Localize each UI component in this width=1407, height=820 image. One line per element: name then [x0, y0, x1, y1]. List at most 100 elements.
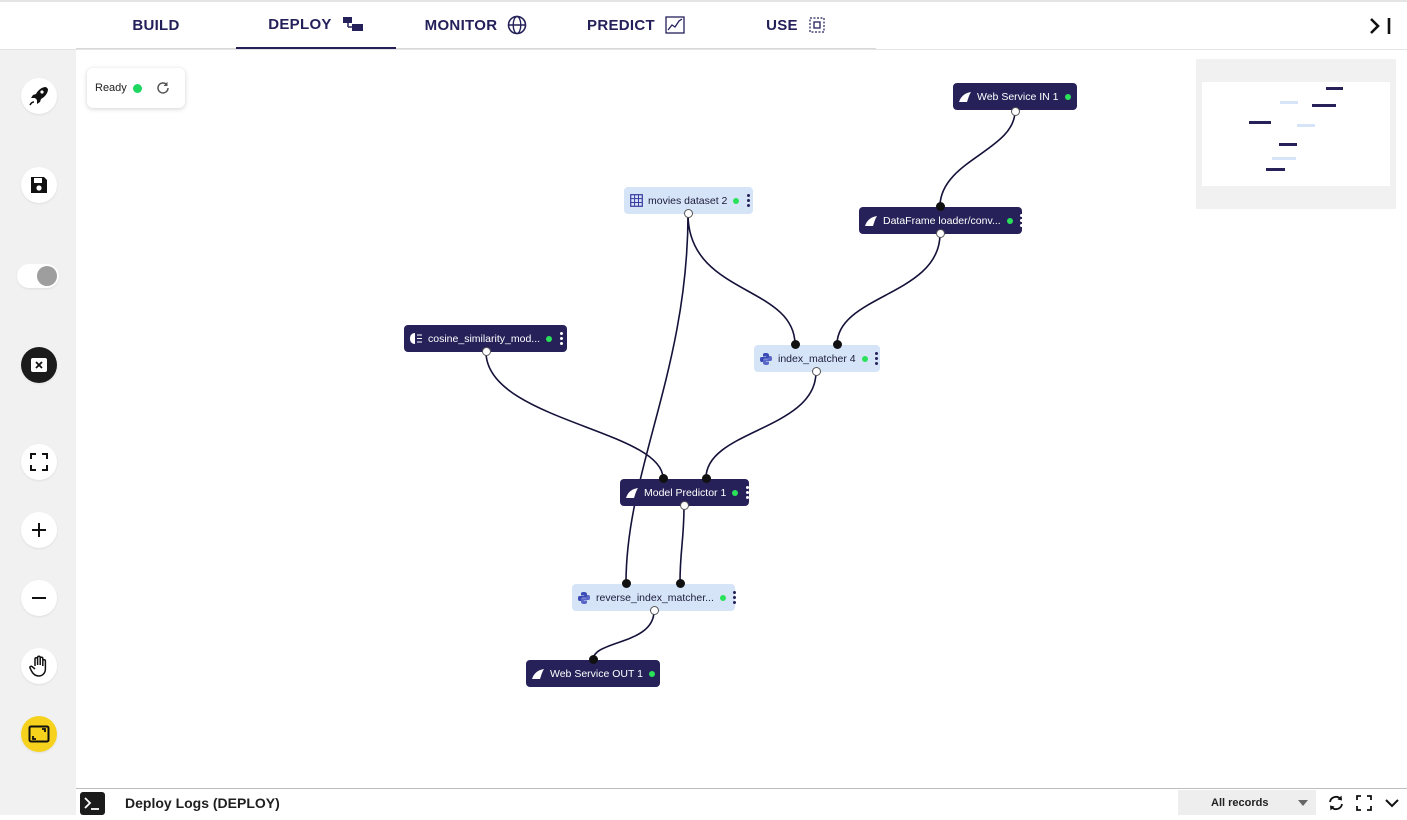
node-input-port[interactable]	[622, 579, 631, 588]
hand-pan-icon	[29, 655, 47, 677]
node-menu-button[interactable]	[557, 332, 565, 345]
collapse-panel-button[interactable]	[1367, 14, 1395, 38]
fit-view-button[interactable]	[21, 444, 57, 480]
minimap-node	[1266, 168, 1285, 171]
node-label: DataFrame loader/conv...	[883, 214, 1001, 227]
node-web-service-in[interactable]: Web Service IN 1	[953, 83, 1082, 110]
minimap[interactable]	[1196, 59, 1396, 209]
save-icon	[31, 177, 47, 193]
terminal-icon[interactable]	[80, 792, 105, 815]
node-output-port[interactable]	[936, 229, 945, 238]
auto-mode-toggle[interactable]	[17, 264, 59, 288]
chevron-down-icon	[1298, 800, 1308, 806]
node-menu-button[interactable]	[660, 667, 668, 680]
python-icon	[759, 352, 773, 366]
minimap-node	[1326, 87, 1343, 90]
connection-layer	[485, 110, 1016, 661]
edge-cosine-to-predictor	[485, 351, 664, 479]
node-status-dot	[1064, 93, 1071, 100]
deploy-logs-bar: Deploy Logs (DEPLOY) All records	[76, 788, 1407, 815]
tab-monitor[interactable]: MONITOR	[396, 2, 556, 49]
node-input-port[interactable]	[659, 474, 668, 483]
node-output-port[interactable]	[1011, 107, 1020, 116]
tab-deploy[interactable]: DEPLOY	[236, 2, 396, 49]
close-icon	[31, 358, 47, 372]
collapse-logs-button[interactable]	[1383, 794, 1401, 812]
edge-movies-to-indexmatcher	[687, 213, 796, 345]
sync-icon	[1329, 795, 1343, 811]
node-label: Model Predictor 1	[644, 486, 727, 499]
stop-deploy-button[interactable]	[21, 347, 57, 383]
minimap-node	[1312, 104, 1336, 107]
minimap-toggle-icon	[28, 725, 50, 743]
node-status-dot	[719, 594, 726, 601]
node-label: Web Service IN 1	[977, 90, 1059, 103]
rocket-refresh-icon	[29, 87, 48, 106]
node-menu-button[interactable]	[873, 352, 881, 365]
tab-monitor-label: MONITOR	[424, 16, 498, 34]
status-label: Ready	[95, 82, 127, 94]
table-grid-icon	[629, 194, 643, 208]
fullscreen-icon	[1356, 795, 1372, 811]
zoom-out-icon	[32, 597, 46, 599]
chevron-down-icon	[1385, 799, 1399, 808]
expand-logs-button[interactable]	[1355, 794, 1373, 812]
node-menu-button[interactable]	[1018, 214, 1026, 227]
node-output-port[interactable]	[680, 501, 689, 510]
node-menu-button[interactable]	[743, 486, 751, 499]
node-input-port[interactable]	[589, 655, 598, 664]
node-status-dot	[648, 670, 655, 677]
node-menu-button[interactable]	[744, 194, 752, 207]
status-indicator-dot	[132, 83, 142, 93]
node-input-port[interactable]	[936, 202, 945, 211]
edge-movies-to-reverse	[625, 213, 689, 584]
node-input-port[interactable]	[676, 579, 685, 588]
save-button[interactable]	[21, 167, 57, 203]
globe-icon	[508, 15, 527, 35]
web-service-icon	[625, 486, 639, 500]
node-menu-button[interactable]	[1076, 90, 1084, 103]
pipeline-canvas[interactable]: Ready Web Service IN 1 movies dataset 2	[76, 50, 1407, 788]
web-service-icon	[531, 667, 545, 681]
zoom-out-button[interactable]	[21, 580, 57, 616]
node-dataframe-loader[interactable]: DataFrame loader/conv...	[859, 207, 1024, 234]
edge-indexmatcher-to-predictor	[705, 371, 817, 479]
top-tab-bar: BUILD DEPLOY MONITOR PREDICT US	[0, 0, 1407, 50]
node-input-port[interactable]	[702, 474, 711, 483]
chevron-right-bar-icon	[1370, 18, 1391, 34]
edge-predictor-to-reverse	[679, 505, 685, 584]
minimap-toggle-button[interactable]	[21, 716, 57, 752]
minimap-node	[1279, 143, 1297, 146]
tab-use[interactable]: USE	[716, 2, 876, 49]
edge-webin-to-dfloader	[939, 110, 1016, 206]
refresh-status-button[interactable]	[156, 81, 170, 95]
node-output-port[interactable]	[482, 347, 491, 356]
refresh-logs-button[interactable]	[1327, 794, 1345, 812]
tab-predict[interactable]: PREDICT	[556, 2, 716, 49]
zoom-in-icon	[32, 523, 46, 537]
web-service-icon	[864, 214, 878, 228]
minimap-viewport[interactable]	[1202, 82, 1390, 186]
tab-build[interactable]: BUILD	[76, 2, 236, 49]
node-output-port[interactable]	[684, 209, 693, 218]
node-web-service-out[interactable]: Web Service OUT 1	[526, 660, 666, 687]
model-brain-icon	[409, 332, 423, 346]
pan-mode-button[interactable]	[21, 648, 57, 684]
toggle-knob	[37, 266, 57, 286]
node-output-port[interactable]	[650, 606, 659, 615]
records-filter-select[interactable]: All records	[1178, 790, 1316, 815]
node-input-port[interactable]	[791, 340, 800, 349]
node-output-port[interactable]	[812, 367, 821, 376]
redeploy-button[interactable]	[21, 78, 57, 114]
node-menu-button[interactable]	[731, 591, 739, 604]
web-service-icon	[958, 90, 972, 104]
zoom-in-button[interactable]	[21, 512, 57, 548]
edge-reverse-to-webout	[592, 610, 655, 661]
minimap-node	[1297, 124, 1315, 127]
node-label: movies dataset 2	[648, 194, 728, 207]
tab-use-label: USE	[766, 16, 798, 34]
minimap-node	[1280, 101, 1298, 104]
deploy-status-card: Ready	[87, 68, 185, 108]
node-input-port[interactable]	[833, 340, 842, 349]
